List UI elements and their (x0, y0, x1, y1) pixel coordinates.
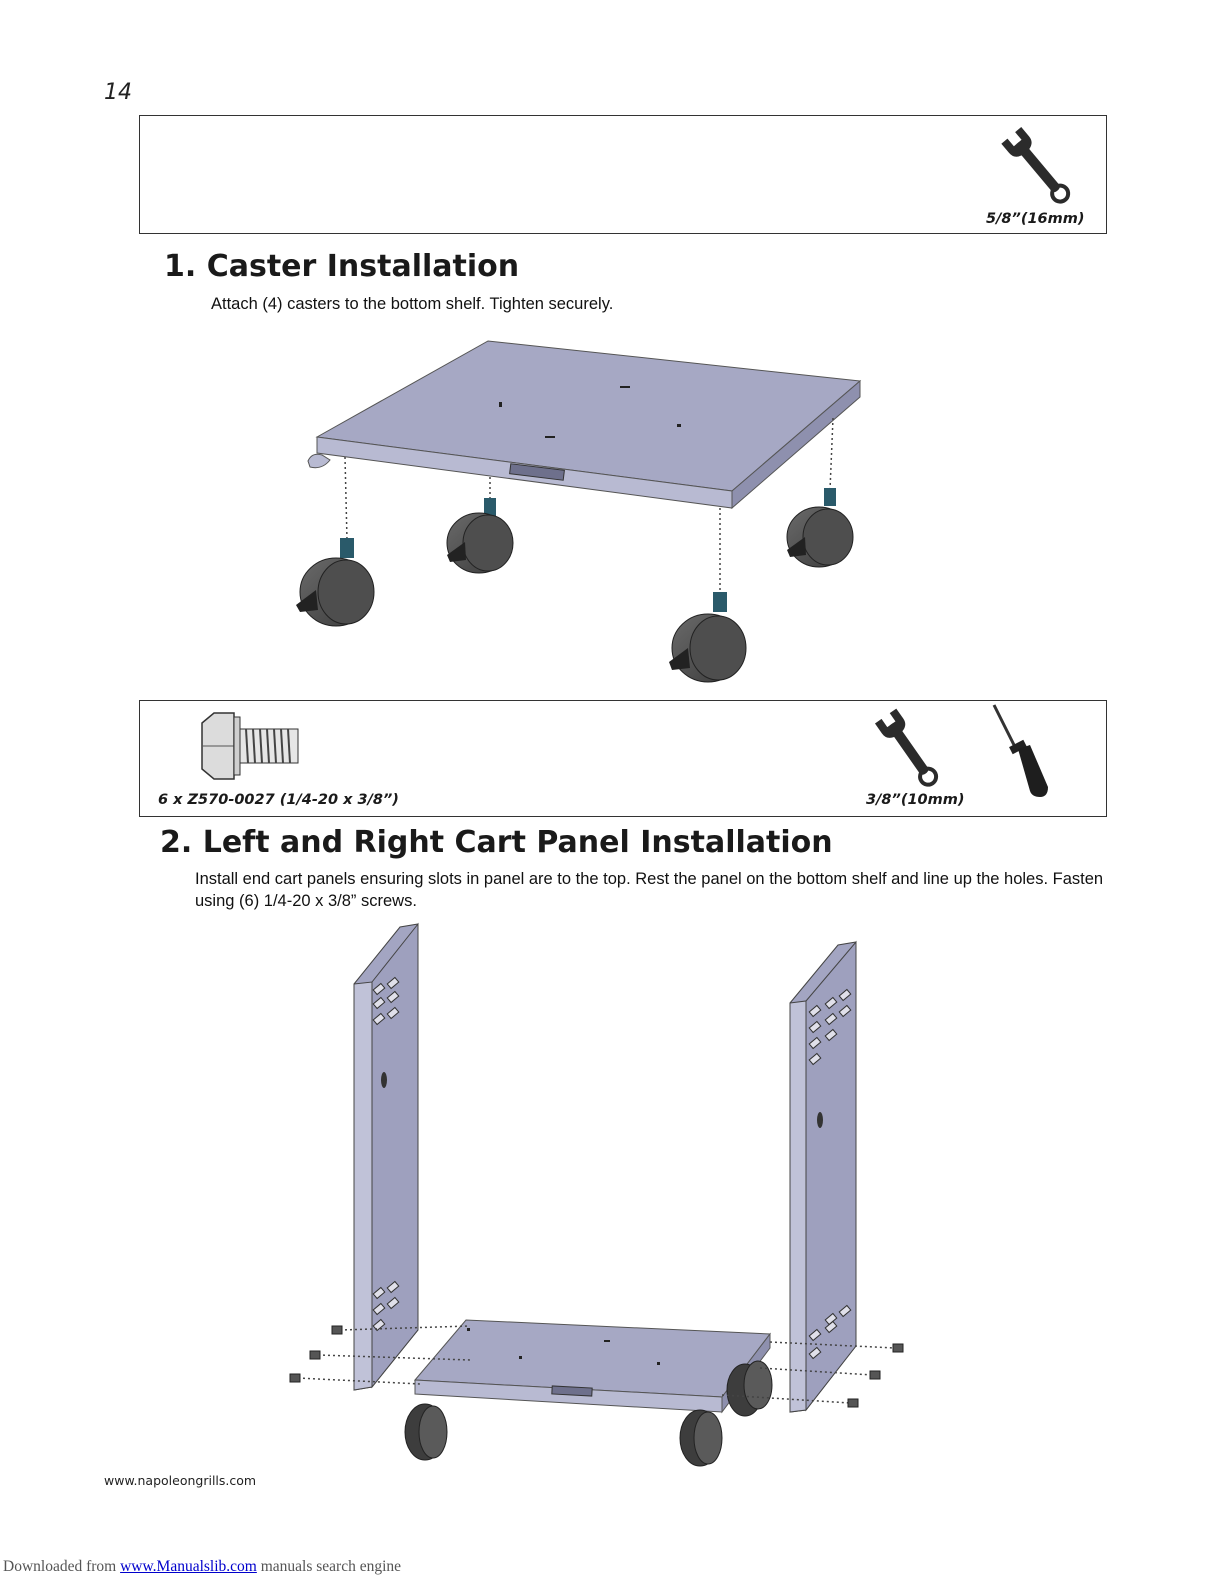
footer-website: www.napoleongrills.com (104, 1473, 257, 1488)
caster-2 (446, 498, 514, 574)
cart-wheels (404, 1360, 773, 1467)
page-number: 14 (104, 80, 132, 105)
shelf-side (731, 379, 861, 510)
caster-4 (786, 488, 854, 568)
shelf-slot (509, 463, 565, 481)
wrench-icon (1001, 127, 1071, 204)
caster-1 (296, 538, 375, 627)
bottom-shelf (413, 1319, 771, 1414)
screwdriver-icon (992, 704, 1048, 797)
section-2-instruction: Install end cart panels ensuring slots i… (195, 870, 1104, 910)
wrench-size-label: 5/8”(16mm) (986, 211, 1085, 227)
section-1-title: 1. Caster Installation (164, 249, 520, 284)
right-end-panel (789, 940, 857, 1413)
caster-3 (669, 592, 747, 683)
wrench-icon (874, 708, 939, 787)
left-end-panel (353, 922, 419, 1391)
caster-installation-diagram (296, 340, 862, 683)
tools-box-caster: 5/8”(16mm) (139, 115, 1107, 234)
download-prefix: Downloaded from (3, 1558, 121, 1575)
bolt-icon (201, 712, 299, 780)
download-suffix: manuals search engine (256, 1558, 402, 1575)
manualslib-link[interactable]: www.Manualslib.com (120, 1558, 257, 1575)
wrench-size-label: 3/8”(10mm) (866, 792, 965, 808)
hardware-label: 6 x Z570-0027 (1/4-20 x 3/8”) (158, 792, 399, 808)
cart-panel-installation-diagram (289, 922, 904, 1467)
section-1-instruction: Attach (4) casters to the bottom shelf. … (211, 295, 614, 313)
section-2-title: 2. Left and Right Cart Panel Installatio… (160, 825, 833, 860)
tools-box-panels: 6 x Z570-0027 (1/4-20 x 3/8”) 3/8”(10mm) (139, 700, 1107, 817)
download-attribution: Downloaded from www.Manualslib.com manua… (3, 1558, 401, 1576)
